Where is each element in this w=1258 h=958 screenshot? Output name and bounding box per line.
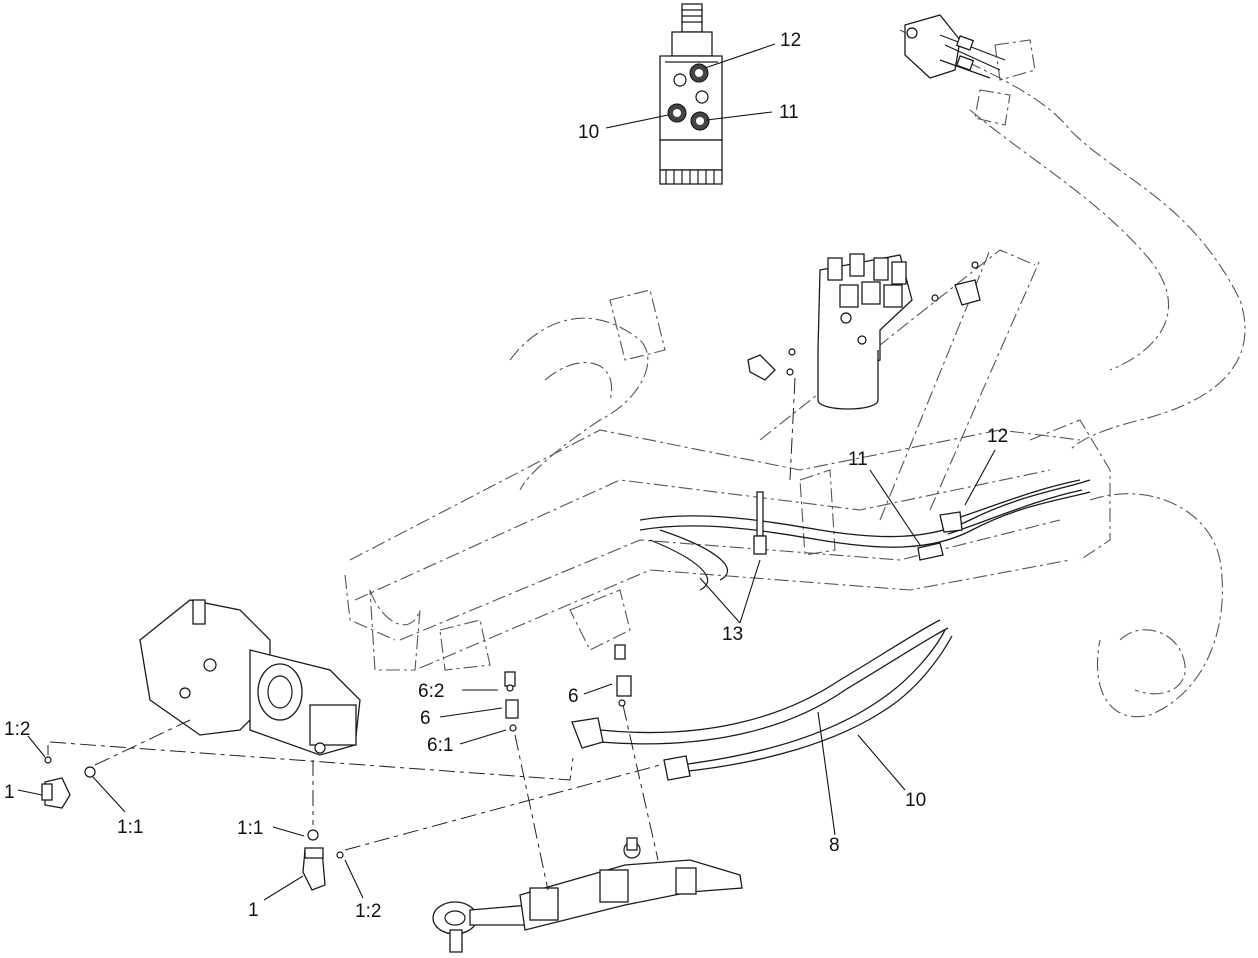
callout-13: 13: [722, 624, 743, 645]
steering-control-unit-top: [659, 3, 723, 185]
hydraulic-pump: [139, 599, 361, 756]
frame-phantom: [344, 29, 1246, 718]
callout-1-left: 1: [4, 782, 15, 803]
assembly-phantom-lines: [47, 377, 796, 891]
callout-12-top: 12: [780, 30, 801, 51]
upper-right-fitting-assembly: [904, 14, 1006, 79]
steering-cylinder: [432, 837, 743, 953]
callout-6-1: 6:1: [427, 735, 453, 756]
callout-10-lower: 10: [905, 790, 926, 811]
leader-lines: [17, 43, 996, 901]
elbow-fitting-lower: [302, 829, 344, 891]
callout-1-mid: 1: [248, 900, 259, 921]
callout-11-top: 11: [779, 102, 799, 123]
callout-11-mid: 11: [848, 449, 868, 470]
callout-1-2-mid: 1:2: [355, 901, 381, 922]
callout-12-mid: 12: [987, 426, 1008, 447]
callout-6-2: 6:2: [418, 681, 444, 702]
callout-6-right: 6: [568, 686, 579, 707]
callout-1-1-left: 1:1: [117, 817, 143, 838]
callouts: 12 10 11 11 12 13 6:2 6 6:1 6 1:2 1 1:1 …: [4, 30, 1008, 922]
fittings-item-6: [504, 644, 632, 732]
hoses: [571, 479, 1091, 781]
callout-1-1-mid: 1:1: [237, 818, 263, 839]
priority-valve-assembly: [747, 253, 981, 410]
callout-1-2-left: 1:2: [4, 719, 30, 740]
callout-6-left: 6: [420, 708, 431, 729]
elbow-fitting-left: [41, 756, 96, 809]
callout-8: 8: [829, 835, 840, 856]
callout-10-top: 10: [578, 122, 599, 143]
